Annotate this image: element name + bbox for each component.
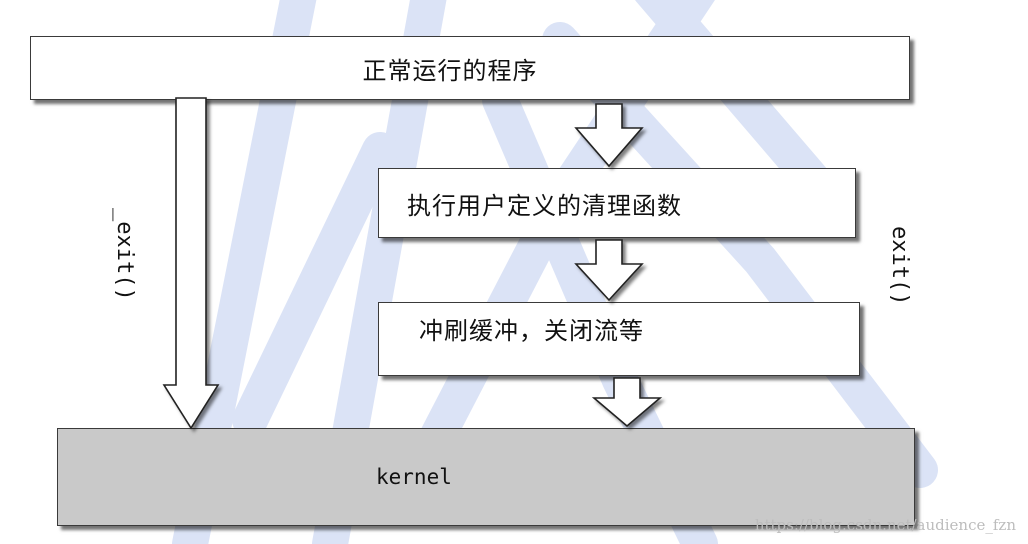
exit-underscore-label: _exit() xyxy=(112,208,137,301)
cleanup-functions-label: 执行用户定义的清理函数 xyxy=(407,191,682,220)
flush-buffers-box: 冲刷缓冲，关闭流等 xyxy=(378,302,860,376)
exit-label: exit() xyxy=(887,226,912,306)
running-program-label: 正常运行的程序 xyxy=(362,56,538,85)
kernel-label: kernel xyxy=(376,465,452,489)
cleanup-functions-box: 执行用户定义的清理函数 xyxy=(378,168,856,238)
flush-buffers-label: 冲刷缓冲，关闭流等 xyxy=(419,317,644,345)
kernel-box: kernel xyxy=(57,428,915,526)
watermark-url: https://blog.csdn.net/audience_fzn xyxy=(754,516,1016,534)
running-program-box: 正常运行的程序 xyxy=(30,36,910,100)
